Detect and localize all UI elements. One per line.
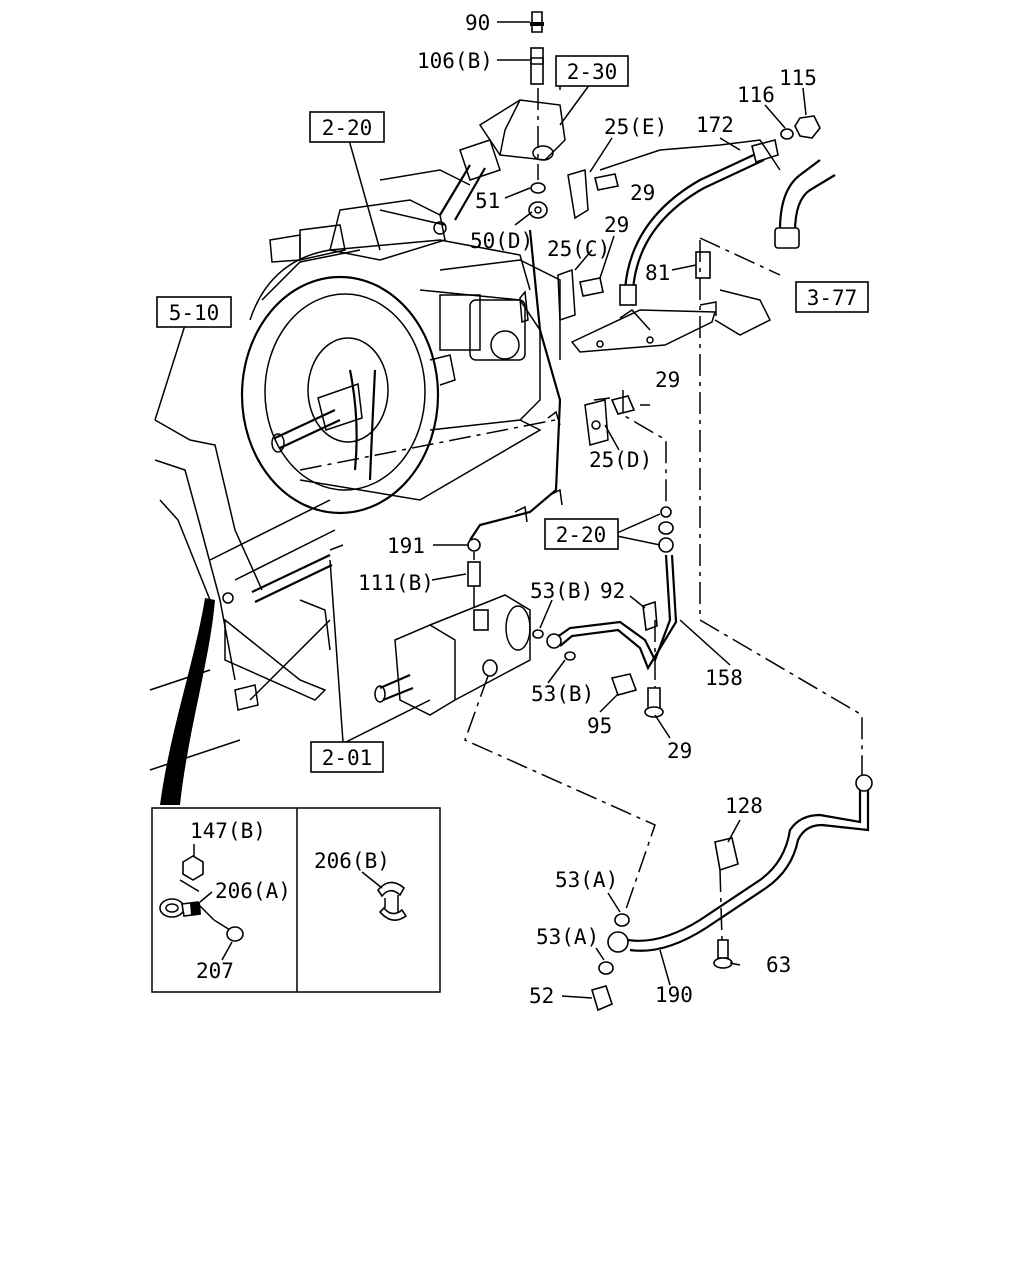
ref-box-3-77[interactable]: 3-77	[795, 281, 869, 313]
callout-115: 115	[779, 66, 817, 90]
ref-box-5-10-label: 5-10	[169, 301, 220, 325]
callout-53a-2: 53(A)	[536, 925, 599, 949]
callout-95: 95	[587, 714, 612, 738]
upper-bracket-parts	[467, 11, 836, 587]
callout-158: 158	[705, 666, 743, 690]
ref-box-2-30[interactable]: 2-30	[555, 55, 629, 87]
callout-111b: 111(B)	[358, 571, 434, 595]
callout-29-c: 29	[655, 368, 680, 392]
reference-dashed-lines	[464, 88, 863, 941]
callout-190: 190	[655, 983, 693, 1007]
callout-92: 92	[600, 579, 625, 603]
ref-box-5-10[interactable]: 5-10	[156, 296, 232, 328]
callout-172: 172	[696, 113, 734, 137]
callout-90: 90	[465, 11, 490, 35]
callout-128: 128	[725, 794, 763, 818]
callout-52: 52	[529, 984, 554, 1008]
ref-box-2-20-mid-label: 2-20	[556, 523, 607, 547]
lower-hose-assembly	[591, 774, 873, 1012]
callout-206a: 206(A)	[215, 879, 291, 903]
slave-cylinder	[374, 554, 678, 718]
callout-51: 51	[475, 189, 500, 213]
frame-member	[149, 419, 344, 805]
ref-box-2-01[interactable]: 2-01	[310, 741, 384, 773]
callout-106b: 106(B)	[417, 49, 493, 73]
ref-box-2-30-label: 2-30	[567, 60, 618, 84]
ref-box-3-77-label: 3-77	[807, 286, 858, 310]
callout-labels: 90 106(B) 116 115 25(E) 172 51 29 50(D) …	[190, 11, 817, 1008]
callout-53b-2: 53(B)	[531, 682, 594, 706]
reference-boxes: 2-30 2-20 3-77 5-10 2-20 2-01	[156, 55, 869, 773]
transmission-assembly	[240, 139, 561, 515]
callout-29-b: 29	[604, 213, 629, 237]
callout-29-d: 29	[667, 739, 692, 763]
callout-25e: 25(E)	[604, 115, 667, 139]
callout-63: 63	[766, 953, 791, 977]
detail-inset	[151, 807, 441, 993]
callout-25d: 25(D)	[589, 448, 652, 472]
callout-116: 116	[737, 83, 775, 107]
callout-29-a: 29	[630, 181, 655, 205]
callout-206b: 206(B)	[314, 849, 390, 873]
ref-box-2-20-top[interactable]: 2-20	[309, 111, 385, 143]
callout-147b: 147(B)	[190, 819, 266, 843]
callout-207: 207	[196, 959, 234, 983]
ref-box-2-20-top-label: 2-20	[322, 116, 373, 140]
callout-53a-1: 53(A)	[555, 868, 618, 892]
callout-53b-1: 53(B)	[530, 579, 593, 603]
ref-box-2-20-mid[interactable]: 2-20	[544, 518, 619, 550]
callout-50d: 50(D)	[470, 229, 533, 253]
callout-81: 81	[645, 261, 670, 285]
callout-191: 191	[387, 534, 425, 558]
callout-25c: 25(C)	[547, 237, 610, 261]
ref-box-2-01-label: 2-01	[322, 746, 373, 770]
leader-lines	[154, 21, 807, 999]
